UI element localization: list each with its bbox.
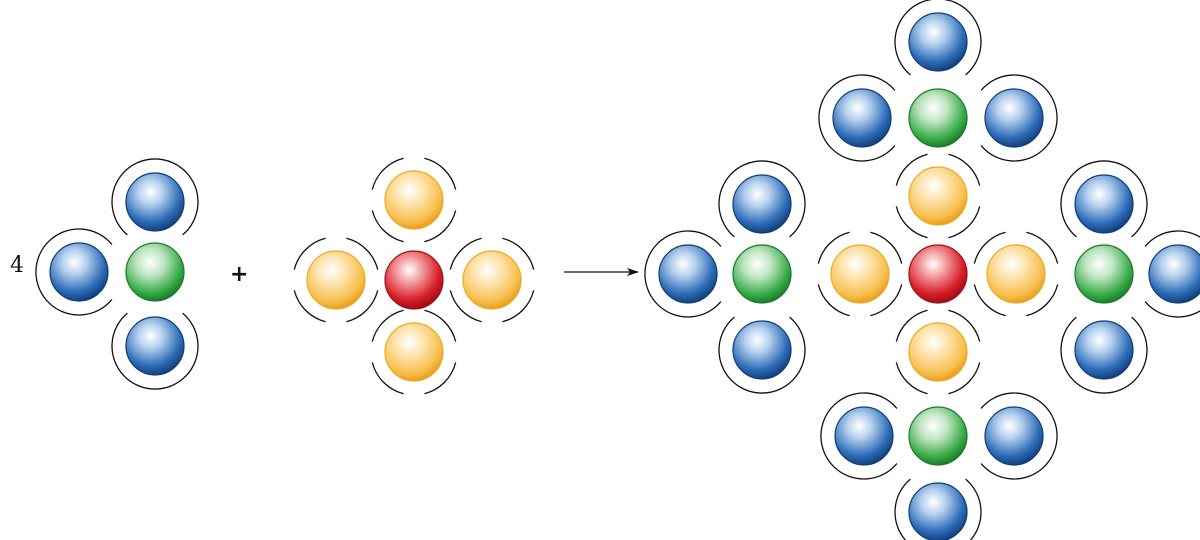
atoms-layer (49, 12, 1200, 540)
bond-arc (1026, 284, 1059, 317)
bond-arc (371, 157, 404, 190)
blue-atom (732, 320, 792, 380)
blue-atom (658, 244, 718, 304)
bond-arc (948, 309, 981, 342)
bond-arc (449, 290, 482, 323)
bond-arc (293, 237, 326, 270)
bond-arc (870, 284, 903, 317)
plus-sign: + (230, 262, 249, 287)
bond-arc (894, 0, 982, 76)
bond-arc (111, 158, 199, 236)
bond-arc (371, 210, 404, 243)
blue-atom (908, 482, 968, 540)
bond-arc (948, 206, 981, 239)
green-atom (908, 88, 968, 148)
bond-arc (371, 309, 404, 342)
yellow-atom (908, 322, 968, 382)
bond-arc (424, 309, 457, 342)
blue-atom (984, 88, 1044, 148)
bond-arc (894, 478, 982, 540)
bond-arc (973, 284, 1006, 317)
bond-arc (895, 206, 928, 239)
bond-arc (346, 237, 379, 270)
bond-arc (424, 210, 457, 243)
bond-arc (1060, 160, 1148, 238)
blue-atom (1148, 244, 1200, 304)
blue-atom (1074, 174, 1134, 234)
yellow-atom (384, 322, 444, 382)
blue-atom (834, 406, 894, 466)
bond-arc (111, 312, 199, 390)
blue-atom (125, 172, 185, 232)
bond-arc (818, 74, 896, 162)
bond-arc (1144, 230, 1200, 318)
bond-arc (449, 237, 482, 270)
bond-arc (948, 153, 981, 186)
blue-atom (984, 406, 1044, 466)
yellow-atom (306, 250, 366, 310)
green-atom (908, 406, 968, 466)
bond-arc (293, 290, 326, 323)
bond-arcs-layer (35, 0, 1200, 540)
bond-arc (718, 160, 806, 238)
yellow-atom (986, 244, 1046, 304)
red-atom (384, 250, 444, 310)
blue-atom (1074, 320, 1134, 380)
green-atom (1074, 244, 1134, 304)
blue-atom (125, 316, 185, 376)
green-atom (732, 244, 792, 304)
bond-arc (817, 231, 850, 264)
red-atom (908, 244, 968, 304)
bond-arc (817, 284, 850, 317)
bond-arc (424, 157, 457, 190)
bond-arc (502, 290, 535, 323)
bond-arc (948, 362, 981, 395)
bond-arc (870, 231, 903, 264)
yellow-atom (830, 244, 890, 304)
coefficient-label: 4 (10, 253, 24, 278)
bond-arc (346, 290, 379, 323)
blue-atom (732, 174, 792, 234)
bond-arc (895, 362, 928, 395)
bond-arc (644, 230, 722, 318)
bond-arc (718, 316, 806, 394)
bond-arc (973, 231, 1006, 264)
bond-arc (820, 392, 898, 480)
bond-arc (980, 74, 1058, 162)
bond-arc (35, 228, 113, 316)
bond-arc (1026, 231, 1059, 264)
bond-arc (502, 237, 535, 270)
blue-atom (832, 88, 892, 148)
green-atom (125, 242, 185, 302)
bond-arc (895, 153, 928, 186)
yellow-atom (908, 166, 968, 226)
bond-arc (1060, 316, 1148, 394)
bond-arc (424, 362, 457, 395)
yellow-atom (462, 250, 522, 310)
blue-atom (908, 12, 968, 72)
bond-arc (895, 309, 928, 342)
yellow-atom (384, 170, 444, 230)
bond-arc (980, 392, 1058, 480)
blue-atom (49, 242, 109, 302)
bond-arc (371, 362, 404, 395)
